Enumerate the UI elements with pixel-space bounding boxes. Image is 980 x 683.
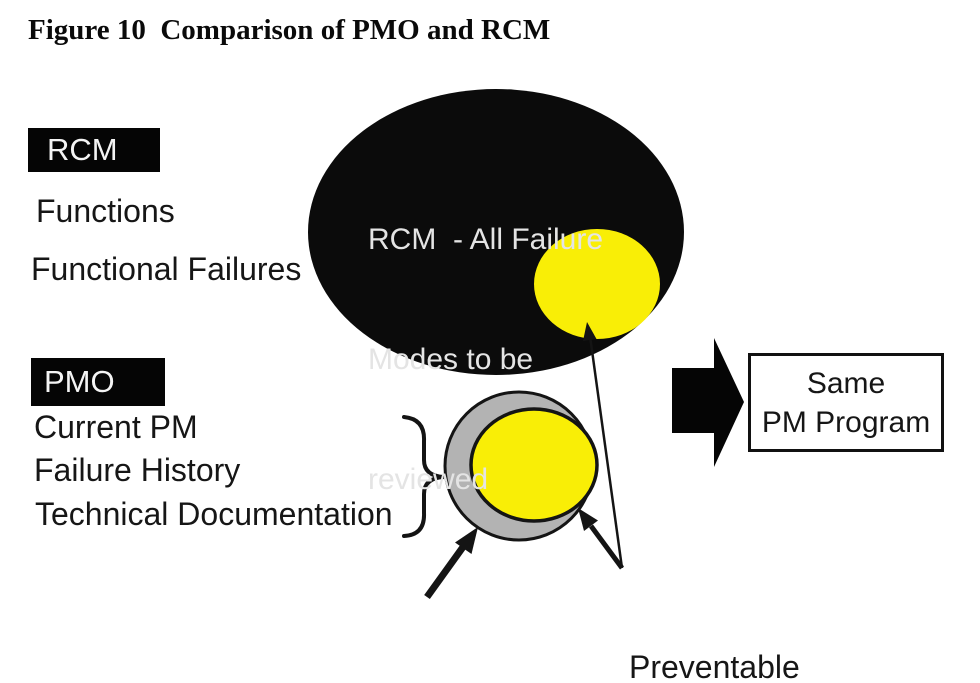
figure-title: Figure 10 Comparison of PMO and RCM bbox=[28, 14, 551, 46]
curly-brace-icon bbox=[402, 415, 445, 538]
pmo-tag: PMO bbox=[31, 358, 165, 406]
same-pm-program-line1: Same bbox=[806, 366, 886, 400]
rcm-tag-label: RCM bbox=[47, 132, 118, 167]
rcm-ellipse-caption: RCM - All Failure Modes to be reviewed bbox=[368, 140, 668, 580]
pmo-item-technical-documentation: Technical Documentation bbox=[35, 496, 393, 532]
rcm-tag: RCM bbox=[28, 128, 160, 172]
rcm-item-functions: Functions bbox=[36, 193, 175, 229]
pmo-pool-label-line1: PMO Pool of Failures bbox=[177, 679, 481, 683]
pmo-tag-label: PMO bbox=[44, 364, 115, 399]
block-arrow-right-icon bbox=[672, 338, 744, 467]
pmo-pool-label: PMO Pool of Failures to be reviewed bbox=[177, 591, 481, 683]
rcm-ellipse-caption-line3: reviewed bbox=[368, 463, 489, 496]
same-pm-program-line2: PM Program bbox=[761, 405, 931, 439]
rcm-preventable-circle bbox=[534, 229, 660, 339]
same-pm-program-box: Same PM Program bbox=[748, 353, 944, 452]
pool-pointer-arrow bbox=[424, 527, 478, 600]
pmo-item-current-pm: Current PM bbox=[34, 409, 198, 445]
rcm-item-functional-failures: Functional Failures bbox=[31, 251, 302, 287]
preventable-label-line1: Preventable bbox=[629, 649, 800, 683]
pmo-item-failure-history: Failure History bbox=[34, 452, 241, 488]
rcm-ellipse-caption-line2: Modes to be bbox=[368, 343, 534, 376]
preventable-failure-modes-label: Preventable Failure Modes bbox=[629, 570, 832, 683]
pmo-preventable-circle bbox=[469, 407, 599, 523]
preventable-pointer-rcm bbox=[583, 322, 624, 569]
preventable-pointer-pmo bbox=[578, 508, 625, 570]
rcm-ellipse-caption-line1: RCM - All Failure bbox=[368, 223, 604, 256]
